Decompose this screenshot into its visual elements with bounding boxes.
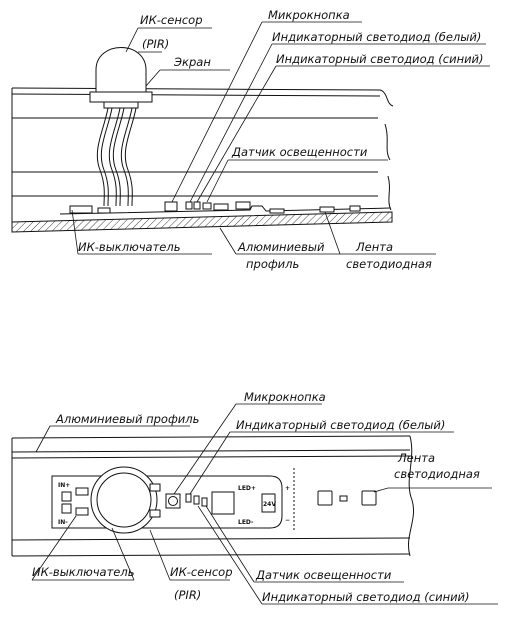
top-ir-switch-label: ИК-выключатель [78, 240, 181, 254]
pir-sensor-dome [89, 47, 153, 207]
bottom-profile [11, 435, 414, 557]
bottom-light-sensor-label: Датчик освещенности [255, 568, 392, 582]
bottom-leaders [31, 403, 498, 605]
top-pir-label: (PIR) [142, 37, 169, 51]
top-ir-sensor-label: ИК-сенсор [140, 13, 203, 27]
top-led-strip-label-1: Лента [355, 240, 393, 254]
ir-switch-board [51, 466, 283, 534]
bottom-pir-label: (PIR) [174, 588, 201, 602]
bottom-led-strip-label-2: светодиодная [394, 467, 480, 481]
board-in-plus: IN+ [58, 482, 70, 489]
board-led-minus: LED- [238, 519, 254, 526]
board-voltage: 24V [263, 501, 276, 508]
board-led-plus: LED+ [238, 485, 256, 492]
top-alu-profile-label-1: Алюминиевый [237, 240, 325, 254]
top-leaders [71, 21, 490, 255]
top-alu-profile-label-2: профиль [246, 257, 299, 271]
top-light-sensor-label: Датчик освещенности [231, 145, 368, 159]
pcb-board [59, 201, 391, 215]
board-in-minus: IN- [58, 519, 68, 526]
top-led-white-label: Индикаторный светодиод (белый) [272, 30, 481, 44]
bottom-ir-sensor-label: ИК-сенсор [170, 565, 233, 579]
led-strip-segment [293, 468, 377, 530]
top-led-strip-label-2: светодиодная [346, 257, 432, 271]
top-micro-button-label: Микрокнопка [268, 8, 350, 22]
board-plus: + [285, 485, 290, 492]
top-view: ИК-сенсор (PIR) Экран Микрокнопка Индика… [11, 8, 490, 271]
screen-profile [11, 87, 394, 222]
bottom-view: IN+ IN- LED+ LED- 24V + − Микрокнопка Ал… [11, 390, 498, 605]
bottom-led-white-label: Индикаторный светодиод (белый) [236, 418, 445, 432]
top-led-blue-label: Индикаторный светодиод (синий) [276, 52, 484, 66]
top-screen-label: Экран [173, 55, 211, 69]
bottom-micro-button-label: Микрокнопка [244, 390, 326, 404]
bottom-led-blue-label: Индикаторный светодиод (синий) [262, 590, 470, 604]
bottom-alu-profile-label: Алюминиевый профиль [55, 412, 199, 426]
board-minus: − [285, 517, 290, 524]
bottom-ir-switch-label: ИК-выключатель [32, 565, 135, 579]
bottom-led-strip-label-1: Лента [397, 451, 435, 465]
aluminium-profile-base [11, 211, 393, 233]
